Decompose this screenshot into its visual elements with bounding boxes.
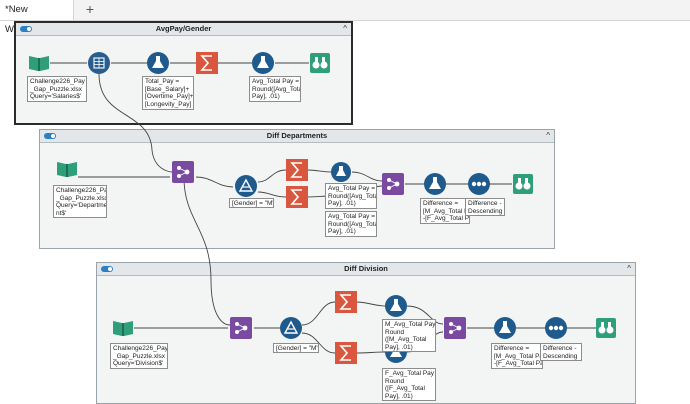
container-header: Diff Division ^ bbox=[97, 263, 635, 276]
formula-annotation: Total_Pay = [Base_Salary]+ [Overtime_Pay… bbox=[142, 76, 194, 110]
input-annotation: Challenge226_Pay _Gap_Puzzle.xlsx Query=… bbox=[53, 185, 107, 218]
collapse-icon[interactable]: ^ bbox=[343, 24, 347, 33]
connection bbox=[183, 177, 231, 326]
formula-tool[interactable] bbox=[424, 173, 446, 195]
join-tool[interactable] bbox=[382, 173, 404, 195]
container-diff-departments[interactable]: Diff Departments ^ bbox=[39, 129, 555, 249]
connection bbox=[257, 169, 287, 183]
formula-tool[interactable] bbox=[385, 295, 407, 317]
connection bbox=[195, 176, 234, 188]
summarize-tool[interactable] bbox=[286, 159, 308, 181]
container-header: AvgPay/Gender ^ bbox=[16, 23, 351, 36]
input-annotation: Challenge226_Pay _Gap_Puzzle.xlsx Query=… bbox=[27, 76, 87, 102]
formula-tool[interactable] bbox=[331, 162, 351, 182]
connections bbox=[50, 62, 596, 354]
summarize-tool[interactable] bbox=[196, 52, 218, 74]
input-annotation: Challenge226_Pay _Gap_Puzzle.xlsx Query=… bbox=[110, 343, 168, 369]
formula-annotation: F_Avg_Total Pay = Round ([F_Avg_Total Pa… bbox=[382, 368, 436, 401]
filter-tool[interactable] bbox=[280, 317, 302, 339]
container-toggle[interactable] bbox=[20, 26, 32, 32]
container-title: Diff Departments bbox=[266, 131, 328, 140]
input-data-tool[interactable] bbox=[113, 321, 133, 336]
input-data-tool[interactable] bbox=[57, 162, 77, 177]
connection bbox=[406, 305, 444, 325]
add-tab-button[interactable]: + bbox=[85, 1, 95, 17]
connection bbox=[306, 169, 333, 173]
summarize-tool[interactable] bbox=[286, 186, 308, 208]
container-toggle[interactable] bbox=[101, 266, 113, 272]
join-tool[interactable] bbox=[172, 161, 194, 183]
formula-annotation: Avg_Total Pay = Round([Avg_Total Pay], .… bbox=[325, 211, 377, 237]
container-toggle[interactable] bbox=[44, 133, 56, 139]
formula-tool[interactable] bbox=[494, 317, 516, 339]
container-title: AvgPay/Gender bbox=[155, 24, 212, 33]
join-tool[interactable] bbox=[230, 317, 252, 339]
formula-tool[interactable] bbox=[147, 52, 169, 74]
formula-tool[interactable] bbox=[252, 52, 274, 74]
sort-tool[interactable] bbox=[545, 317, 567, 339]
sort-tool[interactable] bbox=[468, 173, 490, 195]
container-header: Diff Departments ^ bbox=[40, 130, 554, 143]
summarize-tool[interactable] bbox=[335, 291, 357, 313]
collapse-icon[interactable]: ^ bbox=[627, 264, 631, 273]
collapse-icon[interactable]: ^ bbox=[546, 131, 550, 140]
connection bbox=[257, 191, 287, 198]
input-data-tool[interactable] bbox=[29, 56, 49, 71]
formula-annotation: Avg_Total Pay = Round([Avg_Total Pay], .… bbox=[249, 76, 301, 102]
formula-annotation: Difference = [M_Avg_Total P -[F_Avg_Tota… bbox=[420, 198, 470, 224]
container-avgpay-gender[interactable]: AvgPay/Gender ^ bbox=[14, 21, 353, 125]
summarize-tool[interactable] bbox=[335, 342, 357, 364]
filter-annotation: [Gender] = "M" bbox=[229, 198, 274, 208]
filter-annotation: [Gender] = "M" bbox=[273, 343, 319, 353]
sort-annotation: Difference - Descending bbox=[465, 198, 505, 216]
join-tool[interactable] bbox=[444, 317, 466, 339]
formula-annotation: Difference = [M_Avg_Total Pay -[F_Avg_To… bbox=[491, 343, 543, 369]
browse-tool[interactable] bbox=[596, 318, 616, 338]
container-diff-division[interactable]: Diff Division ^ bbox=[96, 262, 636, 404]
connection bbox=[351, 171, 383, 182]
connection bbox=[301, 301, 336, 326]
browse-tool[interactable] bbox=[310, 53, 330, 73]
connection bbox=[355, 351, 387, 354]
formula-annotation: Avg_Total Pay = Round([Avg_Total Pay], .… bbox=[325, 183, 377, 209]
container-title: Diff Division bbox=[344, 264, 388, 273]
filter-tool[interactable] bbox=[235, 175, 257, 197]
formula-annotation: M_Avg_Total Pay = Round ([M_Avg_Total Pa… bbox=[382, 319, 436, 352]
browse-tool[interactable] bbox=[513, 174, 533, 194]
select-tool[interactable] bbox=[88, 52, 110, 74]
connection bbox=[98, 73, 173, 173]
connection bbox=[355, 301, 387, 307]
sort-annotation: Difference - Descending bbox=[540, 343, 582, 361]
